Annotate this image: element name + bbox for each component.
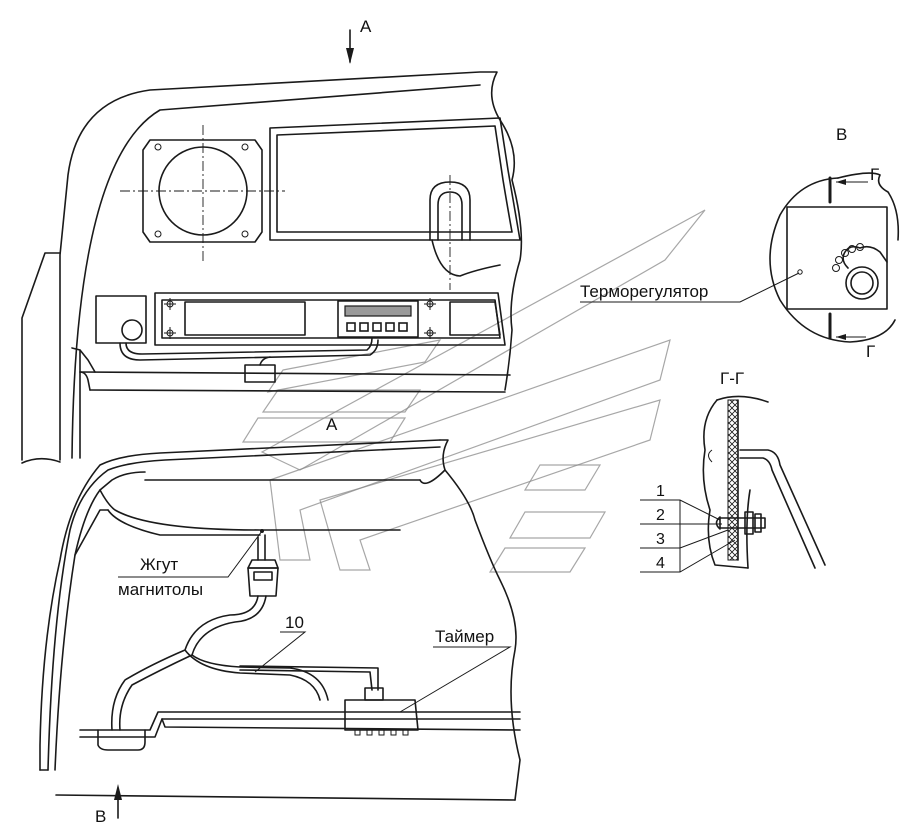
view-a-panel	[21, 71, 523, 464]
view-a-title: А	[326, 415, 338, 434]
view-b-title: В	[836, 125, 847, 144]
harness-label-line2: магнитолы	[118, 580, 203, 599]
view-a-arrow-label: А	[360, 17, 372, 36]
section-mark-g-bottom: Г	[866, 342, 875, 361]
watermark-logo	[241, 209, 706, 573]
view-b-arrow-label: В	[95, 807, 106, 826]
part-10-leader	[254, 631, 307, 673]
part-2-label: 2	[656, 507, 665, 524]
section-g-g	[702, 395, 826, 569]
part-1-label: 1	[656, 483, 665, 500]
lower-dashboard-view	[39, 439, 521, 801]
part-number-table	[640, 499, 736, 573]
view-b-detail	[769, 172, 900, 343]
part-4-label: 4	[656, 555, 665, 572]
view-a-arrow	[346, 29, 354, 64]
thermoregulator-label: Терморегулятор	[580, 282, 708, 301]
harness-leader	[118, 530, 263, 578]
section-title: Г-Г	[720, 369, 744, 388]
part-10-label: 10	[285, 613, 304, 632]
view-b-arrow	[114, 784, 122, 819]
timer-label: Таймер	[435, 627, 494, 646]
timer-leader	[399, 646, 512, 713]
thermoregulator-leader	[580, 272, 800, 303]
section-mark-g-top: Г	[870, 165, 879, 184]
harness-label-line1: Жгут	[140, 555, 178, 574]
part-3-label: 3	[656, 531, 665, 548]
